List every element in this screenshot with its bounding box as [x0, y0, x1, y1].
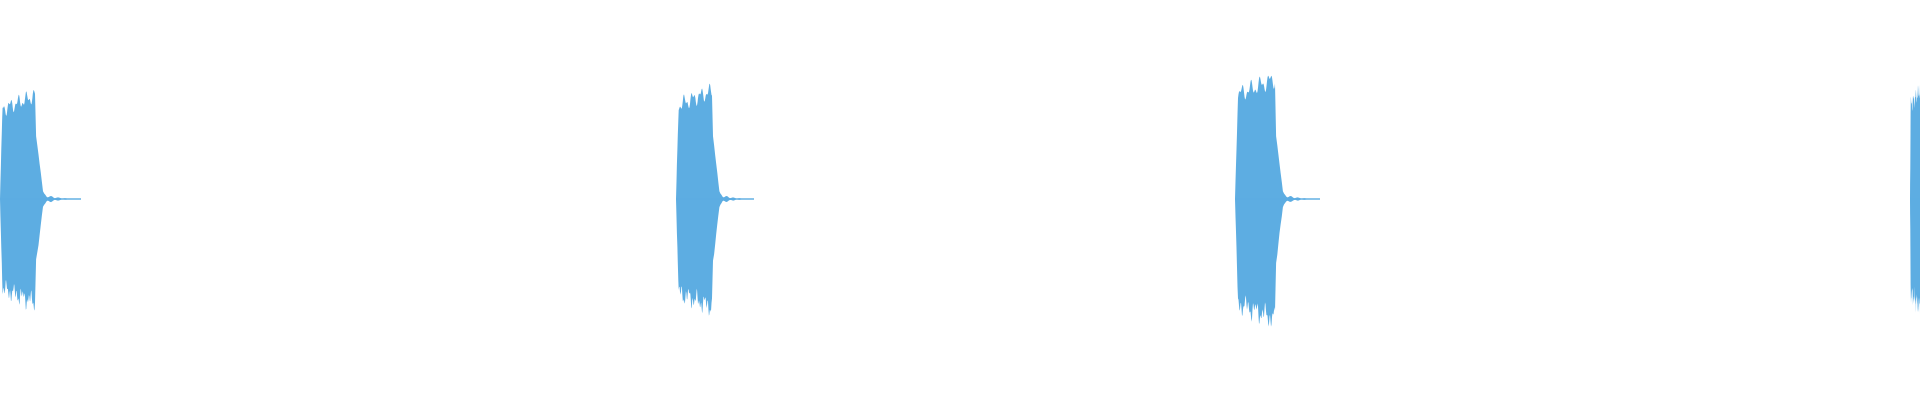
- waveform-clip-1[interactable]: [0, 89, 81, 311]
- waveform-layer: [0, 75, 1920, 327]
- waveform-clip-2[interactable]: [676, 83, 754, 316]
- waveform-clip-3[interactable]: [1235, 75, 1320, 327]
